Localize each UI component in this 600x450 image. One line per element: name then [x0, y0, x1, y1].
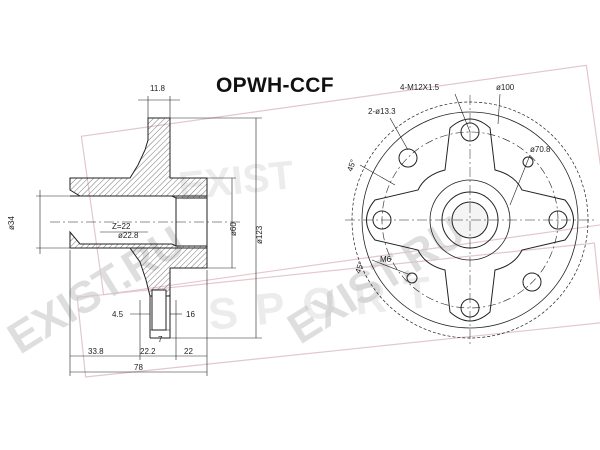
stud-hole-section [151, 289, 167, 331]
dim-angle-2: 45° [353, 260, 366, 274]
m6-hole-1 [406, 272, 418, 284]
dim-overall-length: 78 [134, 363, 143, 372]
dim-angle-1: 45° [345, 158, 358, 172]
dim-center-bore: ø70.8 [530, 145, 551, 154]
dim-pcd: ø100 [496, 83, 515, 92]
part-number-title: OPWH-CCF [216, 74, 334, 97]
front-leaders [359, 93, 531, 275]
dim-spline-diameter: ø22.8 [118, 231, 139, 240]
watermark-red-band-2 [76, 242, 600, 378]
flange-outline [147, 118, 171, 338]
dim-16: 16 [186, 310, 195, 319]
dim-33-8: 33.8 [88, 347, 104, 356]
dim-22: 22 [184, 347, 193, 356]
dim-thread: M6 [380, 255, 392, 264]
dim-holes: 2-ø13.3 [368, 107, 396, 116]
front-view [345, 93, 595, 345]
center-bore [451, 201, 489, 239]
watermark-red-band [80, 64, 600, 296]
dim-flange-thickness: 11.8 [150, 84, 166, 93]
side-view [36, 96, 262, 376]
m6-hole-2 [522, 156, 534, 168]
dim-4-5: 4.5 [112, 310, 124, 319]
aux-hole-2 [522, 272, 542, 292]
dim-bore-diameter: ø34 [7, 216, 16, 230]
dim-7: 7 [158, 335, 163, 344]
flange-arms [366, 118, 574, 322]
dim-studs: 4-M12X1.5 [400, 83, 440, 92]
dim-pilot-diameter: ø60 [229, 222, 238, 236]
hub-section-upper [69, 117, 208, 199]
dim-spline: Z=22 [112, 222, 131, 231]
flange-edge-circle [361, 111, 579, 329]
dim-flange-diameter: ø123 [255, 225, 264, 244]
aux-hole-1 [398, 148, 418, 168]
dim-22-2: 22.2 [140, 347, 156, 356]
side-dimensions [36, 96, 262, 376]
